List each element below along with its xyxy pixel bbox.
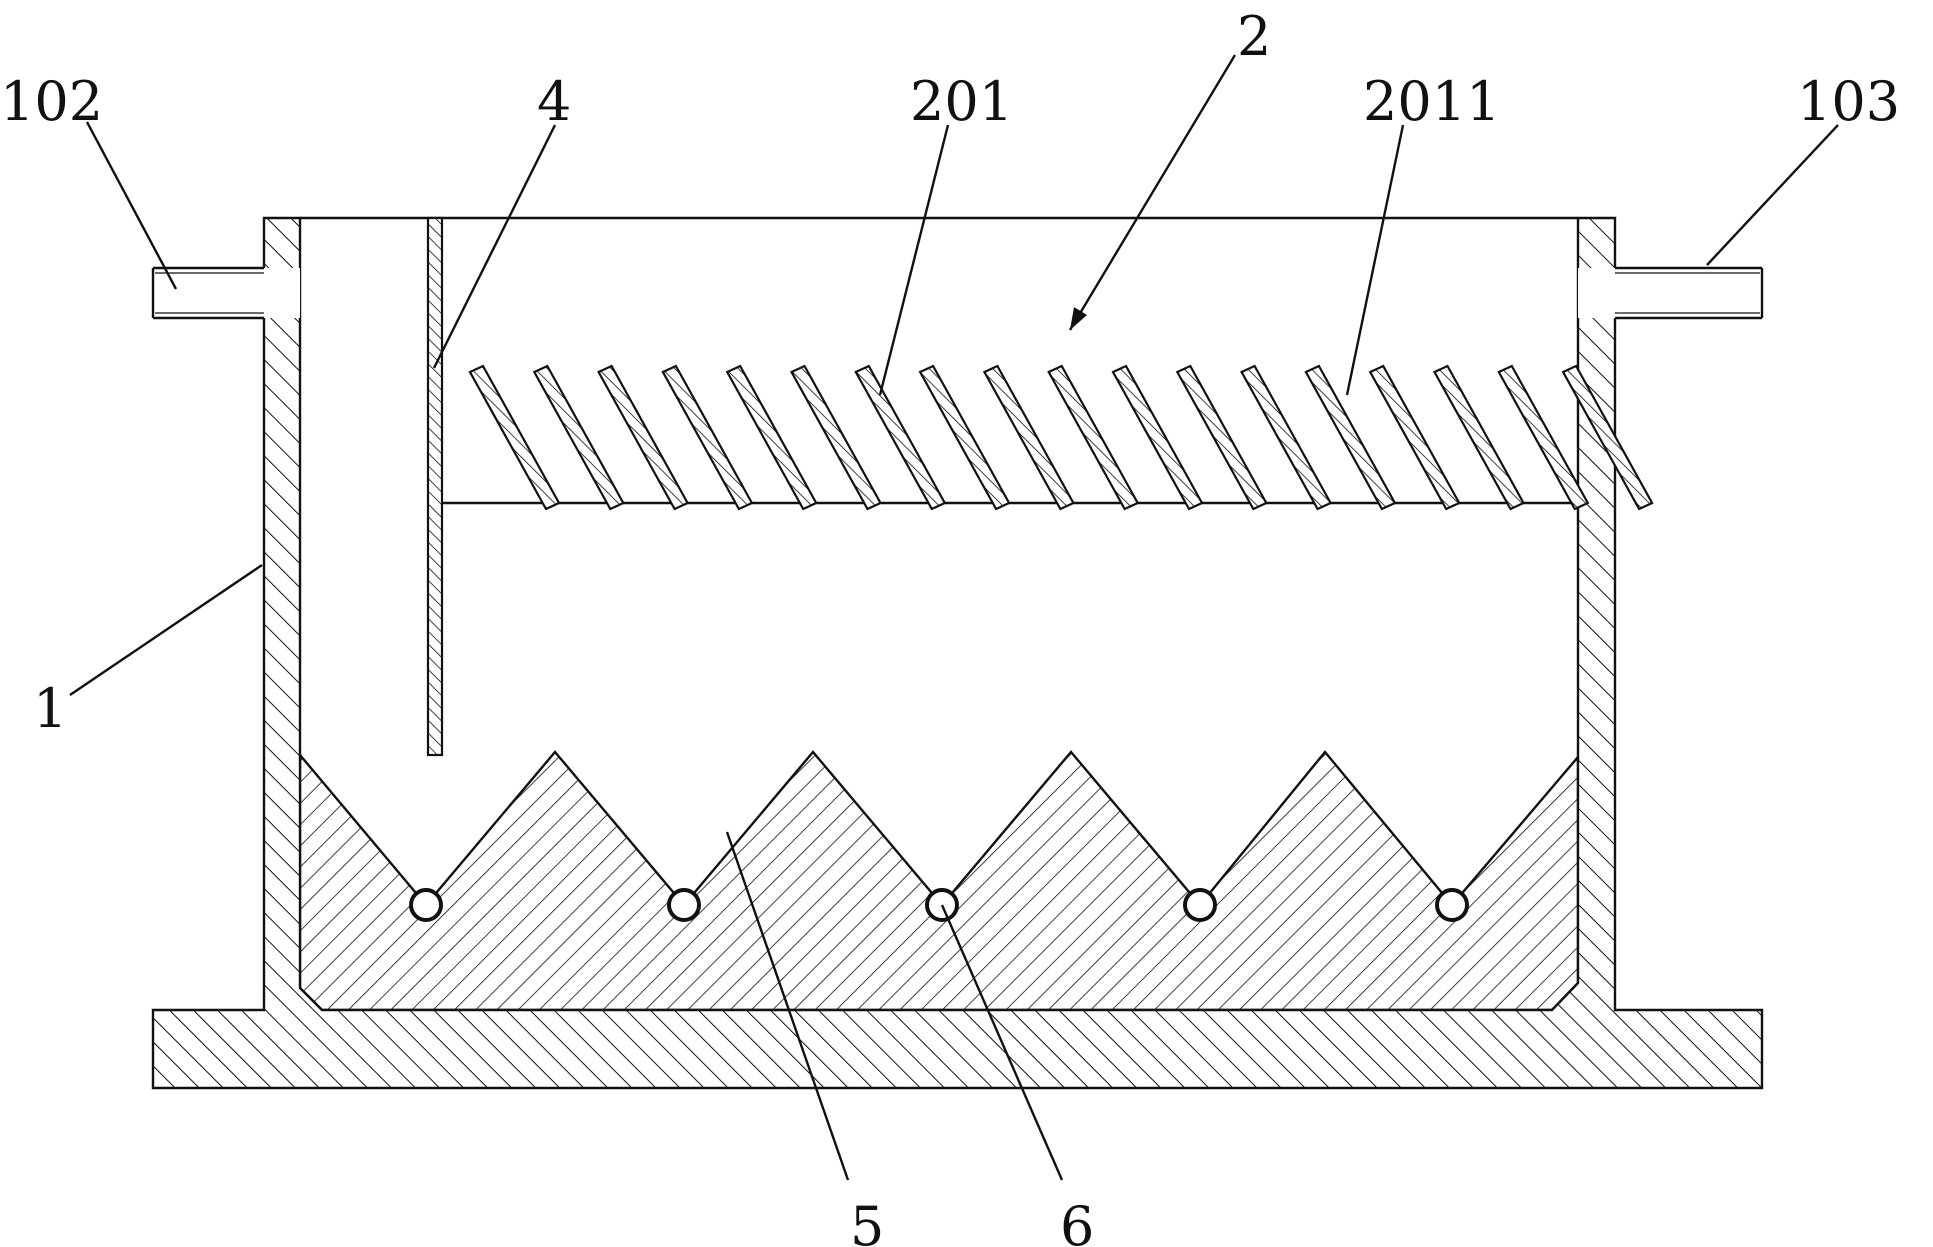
leader-201: [878, 124, 950, 396]
inclined-plate: [1561, 364, 1654, 511]
trough-pipe: [1435, 888, 1469, 922]
inclined-plate: [1304, 364, 1397, 511]
inclined-plate: [661, 364, 754, 511]
leader-6: [940, 904, 1064, 1181]
arrowhead-2: [1070, 307, 1087, 330]
inclined-plate: [1368, 364, 1461, 511]
inclined-plate: [789, 364, 883, 511]
inclined-plate: [854, 364, 947, 511]
label-1: 1: [33, 677, 67, 740]
trough-pipe: [409, 888, 443, 922]
label-5: 5: [850, 1195, 884, 1247]
inclined-plates: [468, 364, 1654, 511]
inclined-plate: [597, 364, 690, 511]
label-103: 103: [1797, 70, 1900, 133]
leader-2: [1068, 54, 1237, 331]
leader-1: [69, 564, 263, 696]
inclined-plate: [468, 364, 561, 511]
trough-pipe: [1183, 888, 1217, 922]
inclined-plate: [1175, 364, 1268, 511]
inclined-plate: [532, 364, 625, 511]
inclined-plate: [982, 364, 1075, 511]
leader-2011: [1345, 124, 1405, 396]
leader-103: [1706, 124, 1839, 266]
inlet-pipe: [151, 266, 300, 320]
trough-pipes: [409, 888, 1469, 922]
leader-lines: [69, 54, 1839, 1181]
sloped-bottom-filler: [298, 750, 1580, 1012]
leader-4: [432, 124, 557, 369]
inclined-plate: [1047, 364, 1140, 511]
inclined-plate: [1432, 364, 1526, 511]
label-2: 2: [1237, 5, 1271, 68]
inclined-plate: [918, 364, 1011, 511]
leader-102: [85, 121, 178, 290]
inclined-plate: [1240, 364, 1333, 511]
leader-5: [725, 831, 850, 1181]
inclined-plate: [1497, 364, 1590, 511]
trough-pipe: [667, 888, 701, 922]
inclined-plate: [1111, 364, 1204, 511]
label-201: 201: [910, 70, 1013, 133]
label-4: 4: [537, 70, 571, 133]
outlet-pipe: [1578, 266, 1764, 320]
baffle-plate: [426, 216, 444, 757]
label-6: 6: [1060, 1195, 1094, 1247]
label-2011: 2011: [1363, 70, 1500, 133]
label-102: 102: [0, 70, 103, 133]
inclined-plate: [725, 364, 818, 511]
